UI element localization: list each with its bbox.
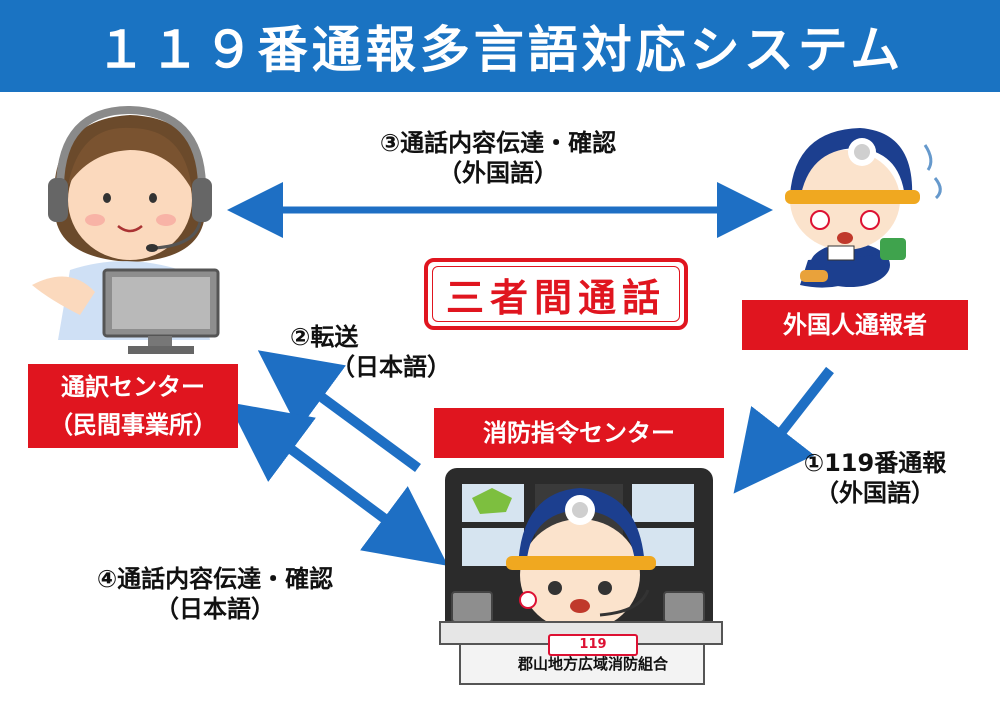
step1-line1: ①119番通報 xyxy=(803,449,947,477)
interpreter-line1: 通訳センター xyxy=(61,373,205,401)
step4-label: ④通話内容伝達・確認 （日本語） xyxy=(55,564,375,624)
arrow-step1 xyxy=(733,366,834,494)
step2-line2: （日本語） xyxy=(331,353,451,381)
title-banner: １１９番通報多言語対応システム xyxy=(0,0,1000,92)
three-way-call-label: 三者間通話 xyxy=(424,258,688,330)
step1-label: ①119番通報 （外国語） xyxy=(770,448,980,508)
step2-line1: ②転送 xyxy=(290,323,359,351)
step3-label: ③通話内容伝達・確認 （外国語） xyxy=(338,128,658,188)
arrow-step4 xyxy=(227,402,449,566)
step1-line2: （外国語） xyxy=(815,479,935,507)
step2-label: ②転送 （日本語） xyxy=(286,322,456,382)
desk-organization-name: 郡山地方広域消防組合 xyxy=(517,655,668,673)
dispatch-center-label: 消防指令センター xyxy=(434,408,724,458)
firefighter-mascot-distressed xyxy=(785,128,942,288)
step3-line1: ③通話内容伝達・確認 xyxy=(379,129,617,157)
operator-headset-illustration xyxy=(32,105,220,354)
step4-line2: （日本語） xyxy=(155,595,275,623)
three-way-call-text: 三者間通話 xyxy=(445,275,666,320)
step4-line1: ④通話内容伝達・確認 xyxy=(96,565,334,593)
interpreter-center-label: 通訳センター （民間事業所） xyxy=(28,364,238,448)
three-way-call-inner-border xyxy=(432,266,680,322)
step3-line2: （外国語） xyxy=(438,159,558,187)
page-title: １１９番通報多言語対応システム xyxy=(95,21,905,79)
desk-119-plate: 119 xyxy=(548,634,638,656)
dispatch-station-illustration xyxy=(439,468,723,685)
interpreter-line2: （民間事業所） xyxy=(49,411,217,439)
foreign-caller-label: 外国人通報者 xyxy=(742,300,968,350)
